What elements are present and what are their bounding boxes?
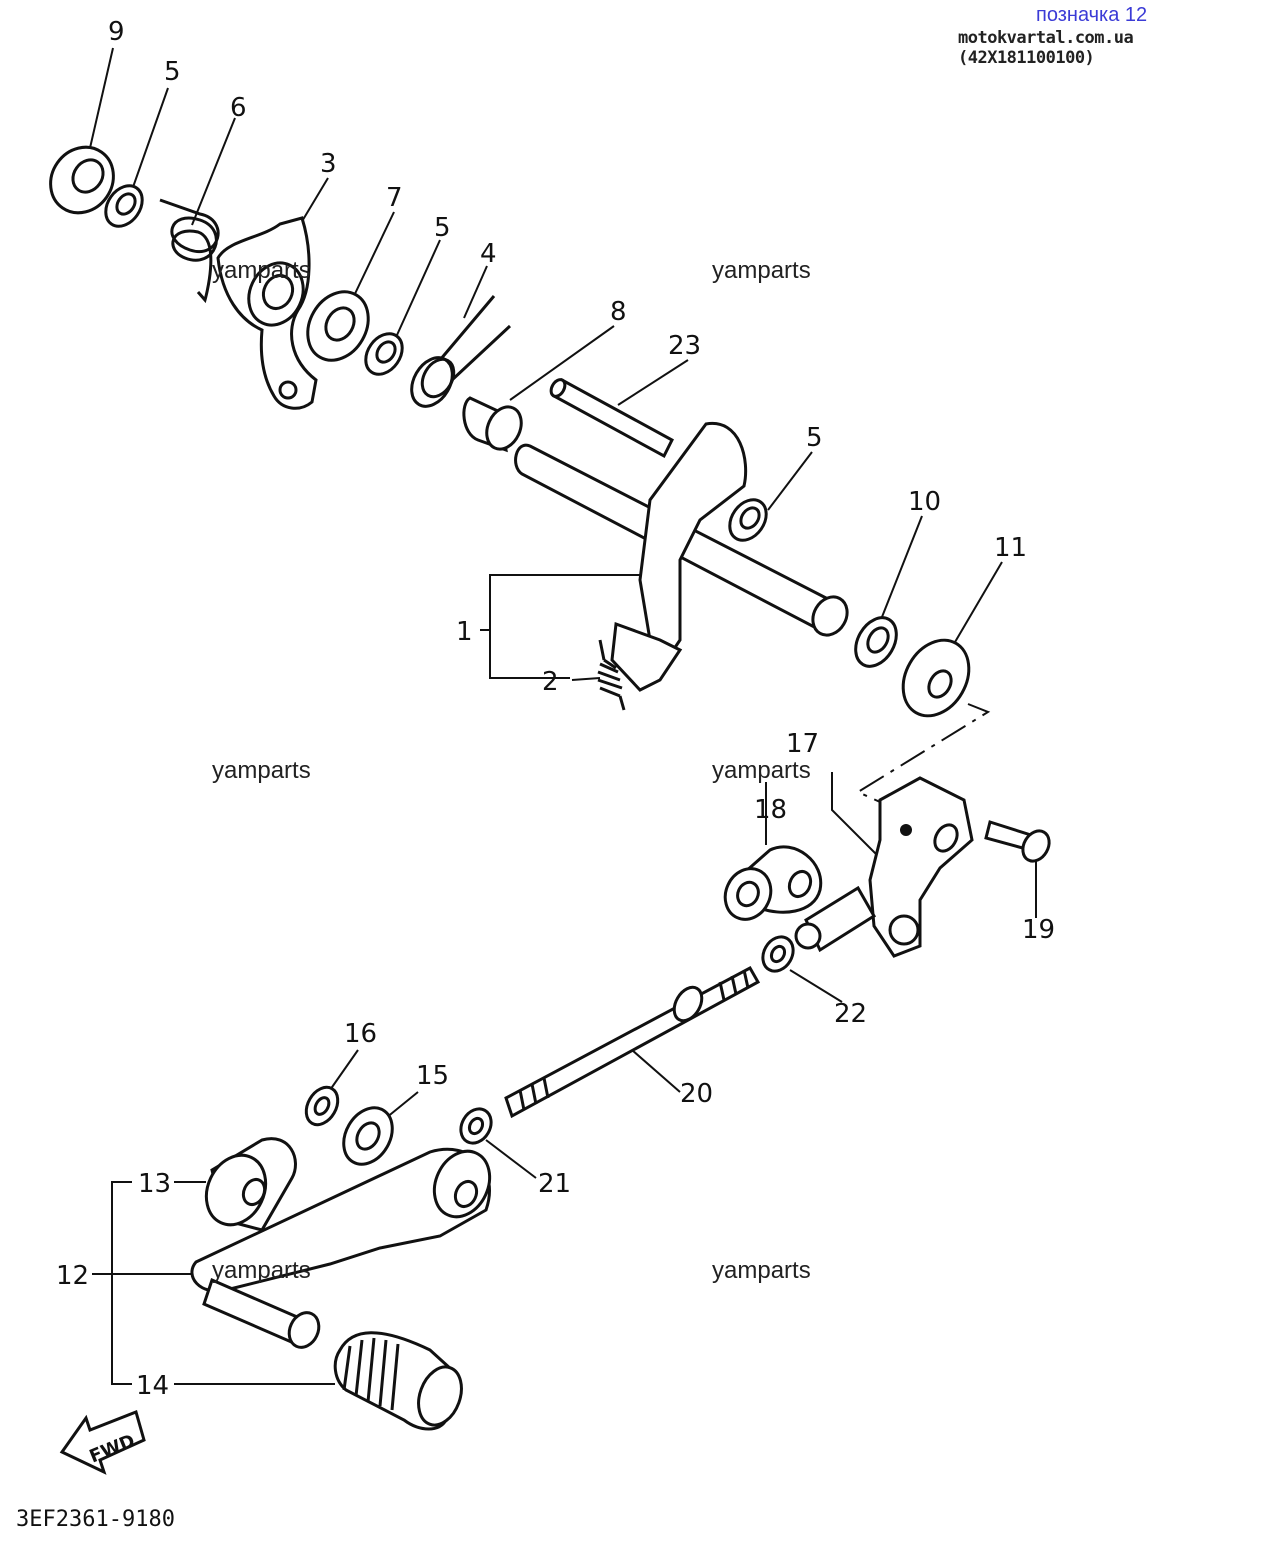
watermark: yamparts [712, 1257, 811, 1284]
part-label: 5 [806, 423, 823, 453]
part-5-circlip-c [728, 498, 768, 542]
header-subtitle: motokvartal.com.ua (42X181100100) [958, 28, 1134, 68]
fwd-arrow-icon [59, 1410, 146, 1475]
watermark: yamparts [212, 757, 311, 784]
part-3-shift-lever [216, 216, 318, 410]
part-labels: 9 5 6 3 7 5 4 8 23 5 10 11 1 2 17 18 19 … [56, 17, 1055, 1401]
part-label: 1 [456, 617, 473, 647]
part-19-bolt [984, 820, 1051, 863]
part-label: 19 [1022, 915, 1055, 945]
part-1-shift-shaft [514, 422, 849, 692]
watermark: yamparts [712, 257, 811, 284]
part-label: 9 [108, 17, 125, 47]
leader-lines [89, 47, 1037, 1385]
part-4-spring [410, 295, 512, 408]
part-13-rod-joint [204, 1137, 297, 1232]
part-label: 5 [434, 213, 451, 243]
part-2-spring [597, 639, 626, 711]
part-label: 17 [786, 729, 819, 759]
part-23-pin [549, 377, 674, 459]
part-label: 2 [542, 667, 559, 697]
part-12-shift-pedal [190, 1147, 492, 1349]
part-8-bushing [462, 396, 523, 453]
watermarks: yamparts yamparts yamparts yamparts yamp… [212, 257, 811, 1284]
part-16-clip [304, 1085, 340, 1127]
part-10-washer [854, 616, 898, 668]
part-6-torsion-spring [159, 198, 220, 304]
part-21-nut [459, 1107, 493, 1145]
part-label: 14 [136, 1371, 169, 1401]
part-label: 20 [680, 1079, 713, 1109]
part-label: 7 [386, 183, 403, 213]
part-label: 6 [230, 93, 247, 123]
watermark: yamparts [712, 757, 811, 784]
part-7-washer [306, 290, 370, 362]
part-5-circlip-b [364, 332, 404, 376]
part-label: 23 [668, 331, 701, 361]
part-label: 10 [908, 487, 941, 517]
part-label: 18 [754, 795, 787, 825]
part-label: 21 [538, 1169, 571, 1199]
part-18-rod-joint [723, 845, 823, 921]
part-label: 11 [994, 533, 1027, 563]
part-label: 4 [480, 239, 497, 269]
header-title[interactable]: позначка 12 [1036, 4, 1148, 26]
part-label: 22 [834, 999, 867, 1029]
part-22-nut [761, 935, 795, 973]
part-label: 12 [56, 1261, 89, 1291]
part-5-circlip-a [104, 184, 144, 228]
part-label: 13 [138, 1169, 171, 1199]
part-label: 5 [164, 57, 181, 87]
part-label: 8 [610, 297, 627, 327]
diagram-code: 3EF2361-9180 [16, 1507, 175, 1532]
part-17-shift-arm [794, 776, 974, 958]
part-label: 3 [320, 149, 337, 179]
part-label: 16 [344, 1019, 377, 1049]
part-9-washer [49, 145, 115, 215]
watermark: yamparts [212, 1257, 311, 1284]
watermark: yamparts [212, 257, 311, 284]
part-14-pedal-rubber [333, 1331, 463, 1431]
part-label: 15 [416, 1061, 449, 1091]
part-20-shift-rod [504, 965, 761, 1119]
part-11-oil-seal [901, 638, 971, 718]
part-15-washer [342, 1106, 394, 1166]
